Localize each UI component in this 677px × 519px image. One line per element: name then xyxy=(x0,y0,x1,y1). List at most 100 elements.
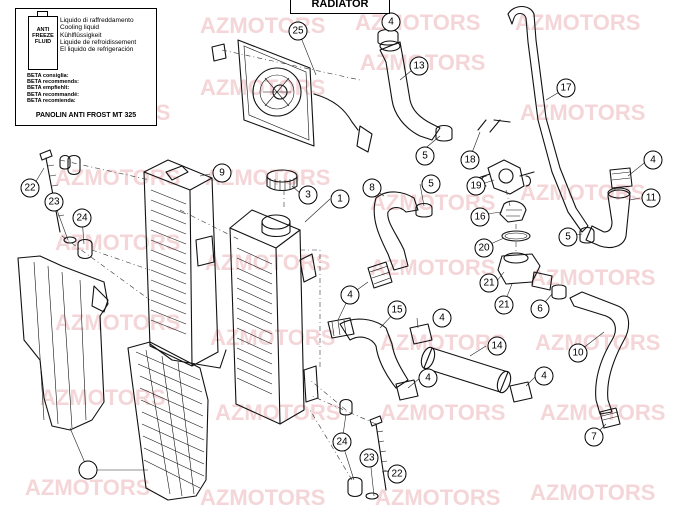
callouts: 25 9 3 1 4 13 5 5 8 4 15 4 14 4 4 17 4 1… xyxy=(20,12,663,484)
svg-text:10: 10 xyxy=(572,348,584,359)
watermark: AZMOTORS xyxy=(515,10,640,35)
watermark: AZMOTORS xyxy=(55,310,180,335)
svg-text:23: 23 xyxy=(48,197,60,208)
coolant-recommendation-line: BETA recommends: xyxy=(27,79,79,86)
coolant-can-label: ANTI FREEZE FLUID xyxy=(32,27,54,45)
watermark: AZMOTORS xyxy=(40,385,165,410)
watermark: AZMOTORS xyxy=(520,100,645,125)
callout-15: 17 xyxy=(556,78,576,98)
callout-7: 7 xyxy=(584,427,604,447)
coolant-language-line: Kühlflüssigkeit xyxy=(60,31,102,39)
watermark: AZMOTORS xyxy=(380,400,505,425)
svg-text:3: 3 xyxy=(305,190,311,201)
callout-4: 4 xyxy=(534,366,554,386)
svg-text:4: 4 xyxy=(347,290,353,301)
svg-text:21: 21 xyxy=(498,300,510,311)
callout-11: 13 xyxy=(409,56,429,76)
callout-13: 15 xyxy=(387,300,407,320)
svg-text:6: 6 xyxy=(537,304,543,315)
callout-18: 20 xyxy=(474,238,494,258)
watermark: AZMOTORS xyxy=(535,330,660,355)
callout-20: 21 xyxy=(494,295,514,315)
svg-text:22: 22 xyxy=(24,183,36,194)
svg-text:24: 24 xyxy=(336,437,348,448)
callout-17: 19 xyxy=(466,176,486,196)
hose-13 xyxy=(327,317,433,401)
callout-4: 4 xyxy=(340,285,360,305)
callout-5: 5 xyxy=(421,174,441,194)
callout-24 xyxy=(78,460,98,480)
coolant-recommendation-line: BETA recommandé: xyxy=(27,91,79,98)
coolant-recommendation-line: BETA empfiehlt: xyxy=(27,85,70,92)
svg-text:1: 1 xyxy=(337,194,343,205)
svg-text:4: 4 xyxy=(439,313,445,324)
diagram-title: RADIATOR xyxy=(290,0,390,14)
coolant-language-line: Liquide de refroidissement xyxy=(60,38,137,46)
svg-text:15: 15 xyxy=(391,305,403,316)
callout-6: 6 xyxy=(530,299,550,319)
callout-4: 4 xyxy=(418,368,438,388)
callout-9: 10 xyxy=(568,343,588,363)
watermark: AZMOTORS xyxy=(55,230,180,255)
svg-text:13: 13 xyxy=(413,61,425,72)
svg-text:4: 4 xyxy=(425,373,431,384)
callout-12: 14 xyxy=(487,336,507,356)
svg-text:5: 5 xyxy=(565,232,571,243)
lower-fasteners xyxy=(339,398,389,500)
svg-text:4: 4 xyxy=(388,17,394,28)
svg-text:20: 20 xyxy=(478,243,490,254)
callout-23: 24 xyxy=(72,208,92,228)
svg-text:5: 5 xyxy=(428,179,434,190)
watermark: AZMOTORS xyxy=(375,485,500,510)
coolant-language-line: Liquido di raffreddamento xyxy=(60,17,134,24)
callout-4: 4 xyxy=(432,308,452,328)
callout-1: 1 xyxy=(330,189,350,209)
coolant-info-box: ANTI FREEZE FLUID Liquido di raffreddame… xyxy=(15,8,157,126)
svg-text:22: 22 xyxy=(391,469,403,480)
watermark: AZMOTORS xyxy=(200,75,325,100)
coolant-recommendation-list: BETA consiglia: BETA recommends: BETA em… xyxy=(27,73,79,104)
svg-text:8: 8 xyxy=(369,183,375,194)
callout-8: 8 xyxy=(362,178,382,198)
coolant-can-cap xyxy=(37,11,48,17)
watermark: AZMOTORS xyxy=(530,265,655,290)
watermark: AZMOTORS xyxy=(520,180,645,205)
callout-21: 22 xyxy=(387,464,407,484)
svg-text:11: 11 xyxy=(646,193,657,204)
watermark: AZMOTORS xyxy=(355,10,480,35)
vent-hose-15 xyxy=(507,5,589,233)
radiator-shrouds xyxy=(17,255,209,501)
svg-text:23: 23 xyxy=(363,453,375,464)
svg-text:4: 4 xyxy=(541,371,547,382)
svg-text:5: 5 xyxy=(422,151,428,162)
hose-11 xyxy=(377,28,453,142)
svg-text:19: 19 xyxy=(470,181,482,192)
watermark: AZMOTORS xyxy=(370,255,495,280)
watermark: AZMOTORS xyxy=(530,480,655,505)
pipe-12 xyxy=(420,346,533,403)
hose-8 xyxy=(367,191,433,289)
callout-16: 18 xyxy=(460,150,480,170)
svg-text:16: 16 xyxy=(474,212,486,223)
watermark: AZMOTORS xyxy=(200,485,325,510)
watermark: AZMOTORS xyxy=(210,325,335,350)
assembly-lines xyxy=(59,49,617,481)
callout-21: 22 xyxy=(20,178,40,198)
watermark: AZMOTORS xyxy=(215,400,340,425)
coolant-language-line: Cooling liquid xyxy=(60,24,100,32)
callout-2: 9 xyxy=(212,163,232,183)
callout-4: 4 xyxy=(643,150,663,170)
callout-5: 5 xyxy=(415,146,435,166)
svg-text:4: 4 xyxy=(650,155,656,166)
callout-19: 21 xyxy=(479,273,499,293)
callout-14: 16 xyxy=(470,207,490,227)
callout-22: 23 xyxy=(359,448,379,468)
thermostat-assembly xyxy=(477,119,567,300)
callout-3: 3 xyxy=(298,185,318,205)
watermark: AZMOTORS xyxy=(55,165,180,190)
hose-9 xyxy=(569,291,630,429)
svg-text:18: 18 xyxy=(464,155,476,166)
callout-4: 4 xyxy=(381,12,401,32)
coolant-product-name: PANOLIN ANTI FROST MT 325 xyxy=(35,112,137,119)
